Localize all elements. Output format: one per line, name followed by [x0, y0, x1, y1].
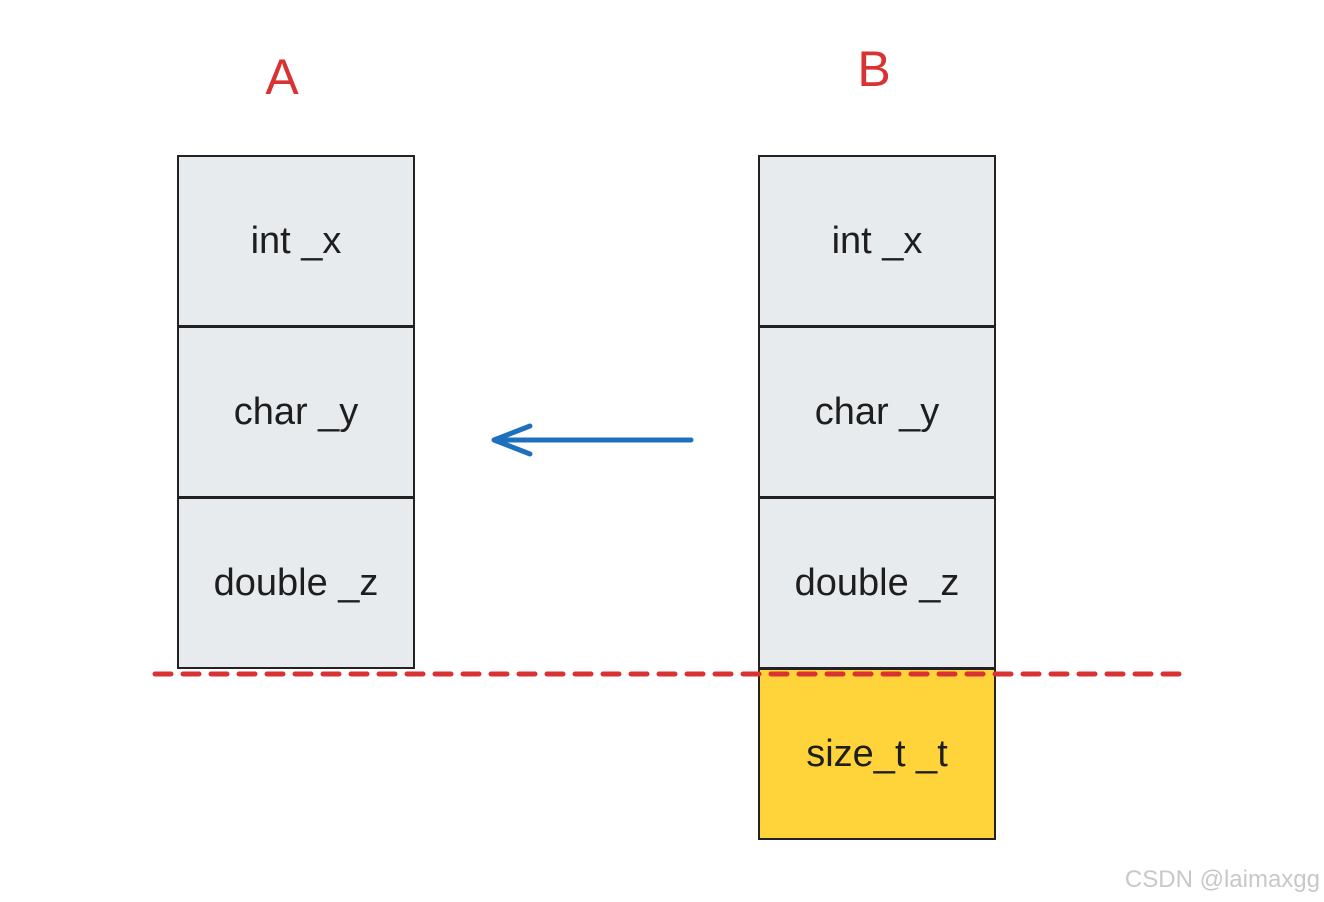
- stack-a-cell-char-y: char _y: [177, 326, 415, 498]
- stack-a-cell-double-z: double _z: [177, 497, 415, 669]
- label-b: B: [857, 41, 891, 97]
- slice-arrow-icon: [491, 423, 694, 457]
- stack-b-cell-double-z: double _z: [758, 497, 996, 669]
- label-a: A: [265, 49, 299, 105]
- stack-b-cell-size-t-t: size_t _t: [758, 668, 996, 840]
- stack-a-cell-int-x: int _x: [177, 155, 415, 327]
- stack-b-cell-char-y: char _y: [758, 326, 996, 498]
- watermark: CSDN @laimaxgg: [1124, 866, 1320, 893]
- stack-b: int _x char _y double _z size_t _t: [758, 155, 996, 840]
- stack-a: int _x char _y double _z: [177, 155, 415, 669]
- stack-b-cell-int-x: int _x: [758, 155, 996, 327]
